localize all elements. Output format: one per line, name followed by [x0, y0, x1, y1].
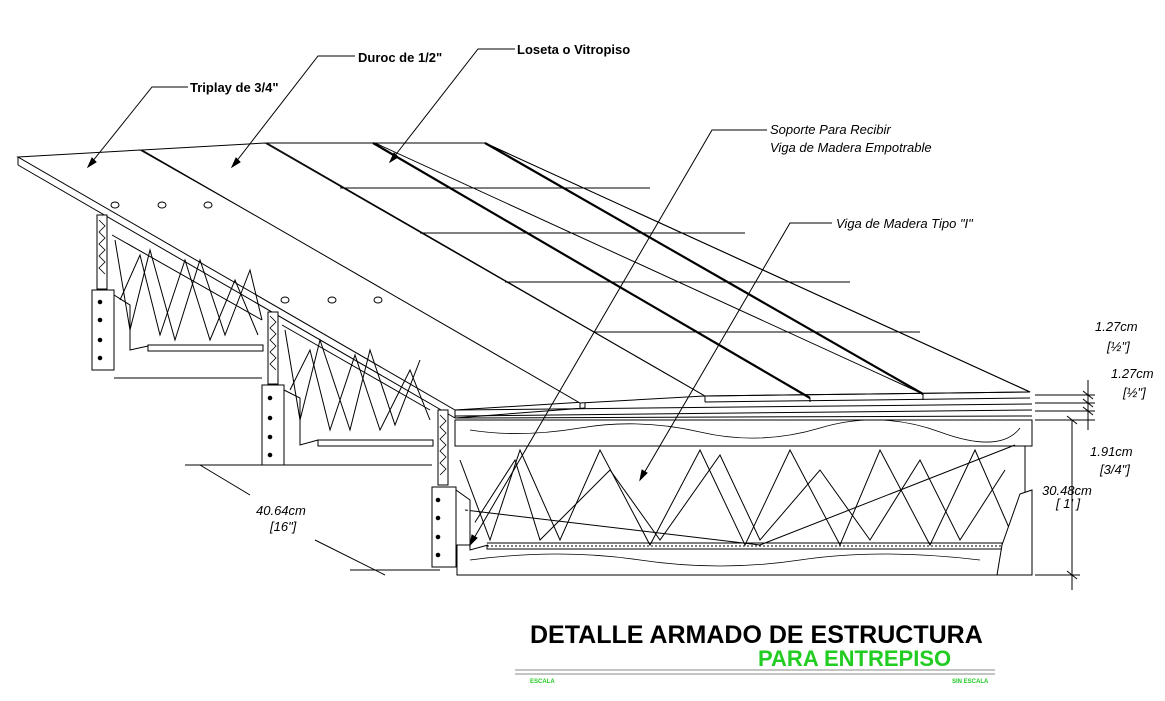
label-triplay: Triplay de 3/4"	[190, 80, 279, 95]
label-soporte-line1: Soporte Para Recibir	[770, 122, 891, 137]
escala-label: ESCALA	[530, 679, 555, 685]
front-soporte	[431, 409, 489, 568]
floor-layers-edge	[454, 403, 1033, 447]
dim-spacing-in: [16"]	[269, 519, 297, 534]
dim-spacing-cm: 40.64cm	[256, 503, 306, 518]
back-i-joist	[91, 214, 264, 379]
dim-d4-cm: 30.48cm	[1042, 483, 1092, 498]
title-line1: DETALLE ARMADO DE ESTRUCTURA	[530, 621, 983, 649]
dimension-spacing-left	[185, 464, 440, 576]
front-i-joist	[455, 444, 1033, 576]
middle-i-joist	[261, 311, 434, 466]
tile-field	[265, 142, 1031, 403]
label-loseta: Loseta o Vitropiso	[517, 42, 630, 57]
dim-d2-cm: 1.27cm	[1111, 366, 1154, 381]
title-underline	[515, 669, 995, 675]
dimension-lines-right	[1035, 380, 1095, 590]
dim-d4-in: [ 1' ]	[1055, 496, 1081, 511]
leader-lines	[86, 48, 832, 547]
dim-d1-in: [½"]	[1106, 339, 1130, 354]
label-duroc: Duroc de 1/2"	[358, 50, 442, 65]
label-viga: Viga de Madera Tipo "I"	[836, 216, 974, 231]
dim-d1-cm: 1.27cm	[1095, 319, 1138, 334]
dim-d3-in: [3/4"]	[1099, 462, 1130, 477]
escala-value: SIN ESCALA	[952, 679, 989, 685]
label-soporte-line2: Viga de Madera Empotrable	[770, 140, 932, 155]
dim-d2-in: [½"]	[1122, 385, 1146, 400]
title-line2: PARA ENTREPISO	[758, 646, 951, 671]
dim-d3-cm: 1.91cm	[1090, 444, 1133, 459]
